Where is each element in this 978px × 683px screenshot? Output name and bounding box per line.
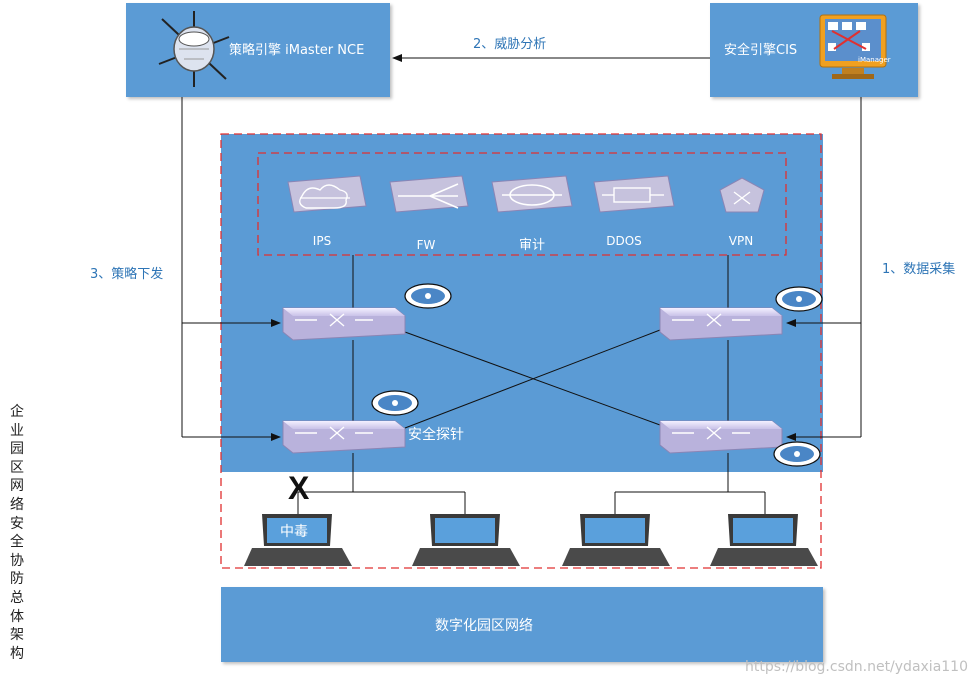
outer-dashed-zone <box>220 133 822 569</box>
blocked-x-mark: X <box>288 470 310 506</box>
switch-top-left <box>282 307 406 341</box>
vpn-label: VPN <box>728 234 754 248</box>
switch-top-right <box>659 307 783 341</box>
ips-device-icon <box>287 175 367 213</box>
imanager-monitor-icon <box>819 14 887 79</box>
ddos-device-icon <box>593 175 675 213</box>
satellite-icon <box>158 11 230 87</box>
security-probe-label: 安全探针 <box>408 427 464 443</box>
vpn-device-icon <box>719 177 765 213</box>
audit-label: 审计 <box>518 238 545 253</box>
side-title: 企业园区网络安全协防总体架构 <box>10 404 24 662</box>
ips-label: IPS <box>312 234 332 248</box>
watermark: https://blog.csdn.net/ydaxia110 <box>745 659 968 675</box>
threat-analysis-label: 2、威胁分析 <box>473 37 547 52</box>
ddos-label: DDOS <box>606 234 642 248</box>
policy-engine-box: 策略引擎 iMaster NCE <box>126 3 390 97</box>
laptop-infected <box>244 514 352 566</box>
laptop-4 <box>710 514 818 566</box>
campus-network-label: 数字化园区网络 <box>435 618 533 634</box>
security-engine-box: 安全引擎CIS iManager <box>710 3 918 97</box>
imanager-caption: iManager <box>858 56 891 64</box>
infected-label: 中毒 <box>280 524 308 540</box>
policy-engine-label: 策略引擎 iMaster NCE <box>229 43 365 58</box>
probe-badge-bottom-right <box>773 441 821 467</box>
probe-badge-top-right <box>775 286 823 312</box>
probe-badge-bottom-left <box>371 390 419 416</box>
data-collection-label: 1、数据采集 <box>882 262 956 277</box>
fw-label: FW <box>416 238 436 252</box>
audit-device-icon <box>491 175 573 213</box>
security-engine-label: 安全引擎CIS <box>724 43 798 58</box>
policy-push-label: 3、策略下发 <box>90 267 164 282</box>
switch-bottom-right <box>659 420 783 454</box>
fw-device-icon <box>389 175 469 213</box>
security-pool-dashed-zone <box>257 152 787 256</box>
campus-network-bar: 数字化园区网络 <box>221 587 823 662</box>
laptop-2 <box>412 514 520 566</box>
probe-badge-top-left <box>404 283 452 309</box>
switch-bottom-left <box>282 420 406 454</box>
laptop-3 <box>562 514 670 566</box>
